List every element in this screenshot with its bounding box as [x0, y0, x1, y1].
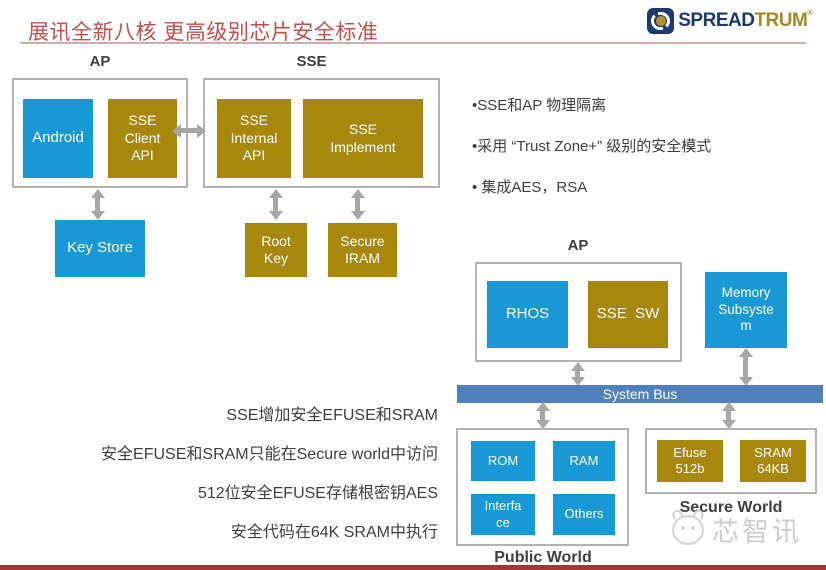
- logo-right-arc: [658, 12, 671, 30]
- logo-reg-mark: ®: [807, 10, 812, 17]
- arrow-memory-bus: [743, 357, 748, 377]
- spreadtrum-logo: SPREADTRUM®: [647, 8, 812, 34]
- box-sse-implement: SSE Implement: [303, 99, 423, 178]
- watermark-face-icon: [670, 507, 706, 545]
- title-underline: [20, 42, 806, 44]
- box-android: Android: [23, 99, 93, 178]
- arrow-bus-public: [540, 411, 545, 420]
- watermark-eye-icon: [681, 525, 685, 530]
- box-key-store: Key Store: [55, 220, 145, 277]
- box-rom: ROM: [471, 441, 535, 481]
- logo-text-trum: TRUM: [754, 10, 808, 31]
- box-rhos: RHOS: [487, 281, 568, 348]
- watermark-eye-icon: [691, 525, 695, 530]
- box-sse-sw: SSE SW: [588, 281, 668, 348]
- logo-wordmark: SPREADTRUM®: [678, 10, 812, 32]
- watermark: 芯智讯: [670, 507, 802, 549]
- watermark-text: 芯智讯: [712, 517, 802, 547]
- bullet-item: •采用 “Trust Zone+” 级别的安全模式: [472, 138, 712, 155]
- spreadtrum-logo-icon: [647, 8, 675, 34]
- box-efuse-512b: Efuse 512b: [657, 440, 723, 482]
- logo-text-spread: SPREAD: [678, 10, 755, 31]
- page-title: 展讯全新八核 更高级别芯片安全标准: [28, 21, 379, 44]
- box-sse-client-api: SSE Client API: [108, 99, 177, 178]
- system-bus-label: System Bus: [602, 386, 678, 402]
- bullet-item: •SSE和AP 物理隔离: [472, 97, 607, 114]
- arrow-ap-keystore: [95, 198, 100, 211]
- bullet-item: • 集成AES，RSA: [472, 179, 588, 196]
- note-item: 安全EFUSE和SRAM只能在Secure world中访问: [101, 446, 438, 463]
- ap-group-label: AP: [89, 53, 111, 70]
- box-secure-iram: Secure IRAM: [328, 223, 397, 277]
- box-others: Others: [553, 494, 615, 535]
- bullet-list: •SSE和AP 物理隔离 •采用 “Trust Zone+” 级别的安全模式 •…: [472, 97, 822, 220]
- box-memory-subsystem: Memory Subsyste m: [705, 272, 787, 348]
- watermark-ear-icon: [692, 507, 706, 520]
- bottom-accent-bar: [0, 565, 826, 570]
- arrow-ap-sse: [181, 128, 197, 133]
- arrow-bus-secure: [726, 411, 731, 420]
- arrow-rightap-bus: [575, 371, 580, 377]
- box-ram: RAM: [553, 441, 615, 481]
- public-world-label: Public World: [494, 549, 592, 566]
- note-item: 安全代码在64K SRAM中执行: [230, 524, 438, 541]
- arrow-sse-iram: [355, 198, 360, 211]
- box-root-key: Root Key: [245, 223, 307, 277]
- box-interface: Interfa ce: [471, 494, 535, 535]
- note-item: SSE增加安全EFUSE和SRAM: [226, 407, 438, 424]
- arrow-sse-rootkey: [273, 198, 278, 211]
- watermark-ear-icon: [670, 507, 684, 520]
- system-bus-bar: System Bus: [457, 385, 823, 403]
- logo-left-arc: [651, 12, 664, 30]
- sse-group-label: SSE: [296, 53, 327, 70]
- note-item: 512位安全EFUSE存储根密钥AES: [197, 485, 438, 502]
- notes-list: SSE增加安全EFUSE和SRAM 安全EFUSE和SRAM只能在Secure …: [55, 406, 438, 562]
- right-ap-group-label: AP: [567, 237, 589, 254]
- box-sram-64kb: SRAM 64KB: [740, 440, 806, 482]
- secure-world-label: Secure World: [679, 499, 783, 516]
- box-sse-internal-api: SSE Internal API: [217, 99, 291, 178]
